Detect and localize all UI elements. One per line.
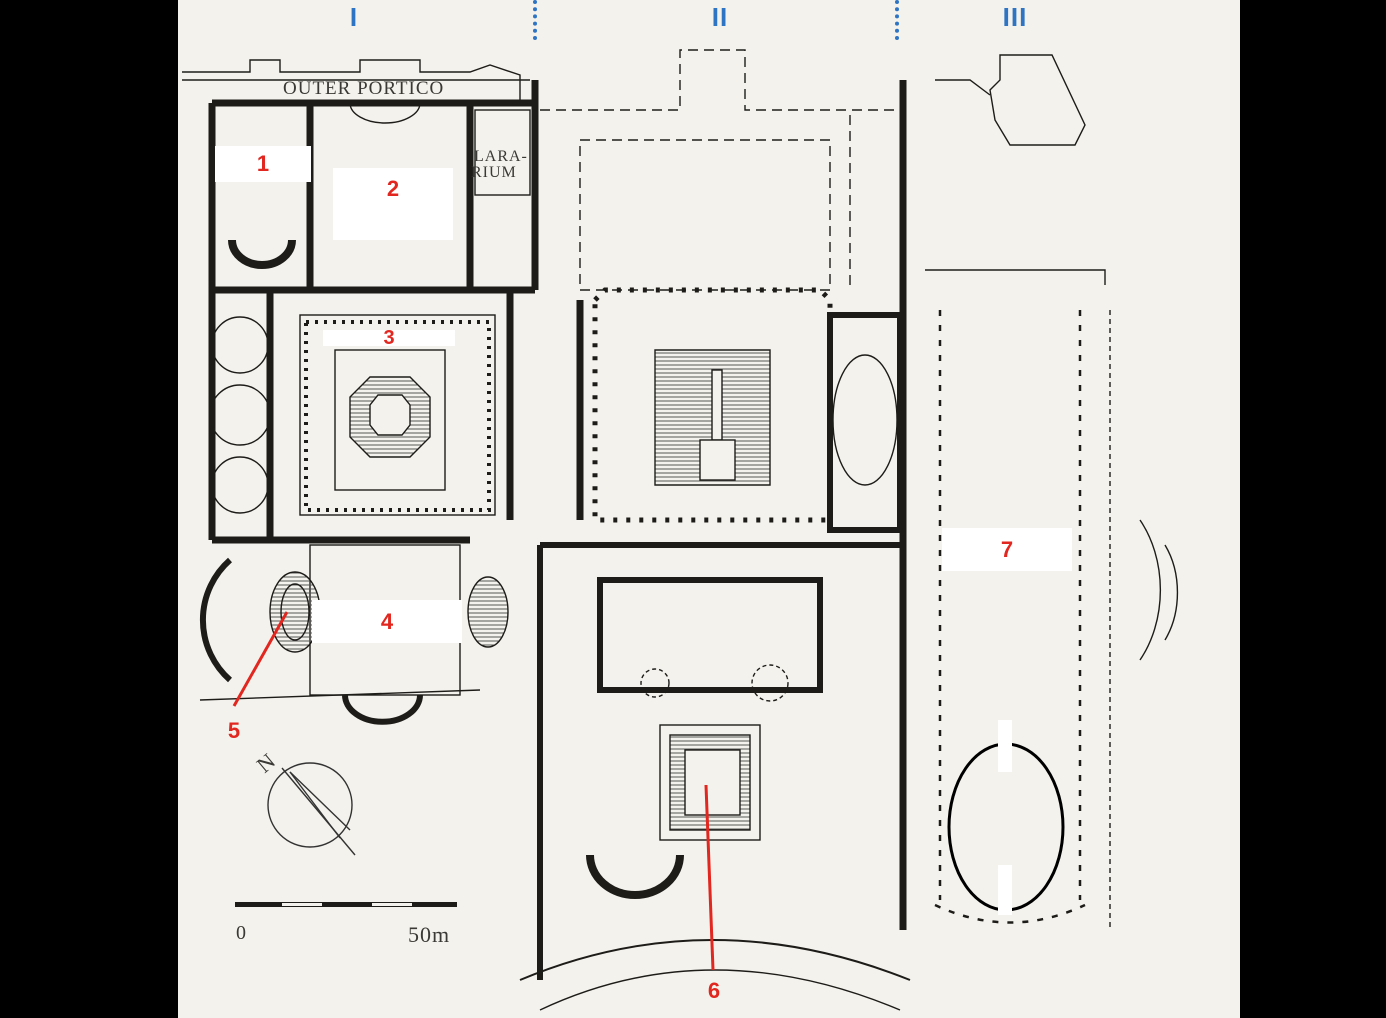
- lararium-label-line2: RIUM: [471, 164, 517, 181]
- marker-7-number: 7: [1000, 536, 1014, 562]
- marker-7: 7: [942, 528, 1072, 571]
- scale-start-label: 0: [236, 922, 247, 944]
- marker-4-number: 4: [380, 608, 394, 634]
- marker-1: 1: [215, 146, 311, 182]
- sector-divider-1-2: [533, 0, 537, 40]
- compass-rose: [267, 762, 356, 856]
- marker-1-number: 1: [256, 151, 270, 176]
- callout-line-6: [704, 784, 715, 971]
- scale-end-label: 50m: [408, 922, 451, 947]
- sector-label-1: I: [349, 2, 359, 32]
- sector-label-2: II: [711, 2, 729, 32]
- marker-5: 5: [227, 718, 241, 743]
- marker-6: 6: [707, 978, 721, 1003]
- marker-2-number: 2: [386, 176, 400, 201]
- outer-portico-label: OUTER PORTICO: [283, 78, 445, 99]
- callout-line-5: [232, 611, 289, 707]
- scale-bar-graphic: [235, 902, 457, 907]
- sector-divider-2-3: [895, 0, 899, 40]
- marker-3-number: 3: [383, 326, 395, 349]
- sector-label-3: III: [1002, 2, 1028, 32]
- site-plan-map: I II III OUTER PORTICO LARA- RIUM 1 2 3 …: [178, 0, 1240, 1018]
- lararium-label-line1: LARA-: [474, 148, 528, 165]
- marker-2: 2: [333, 168, 453, 240]
- marker-4: 4: [312, 600, 462, 643]
- marker-3: 3: [323, 327, 455, 349]
- plan-drawing: [182, 49, 1179, 1011]
